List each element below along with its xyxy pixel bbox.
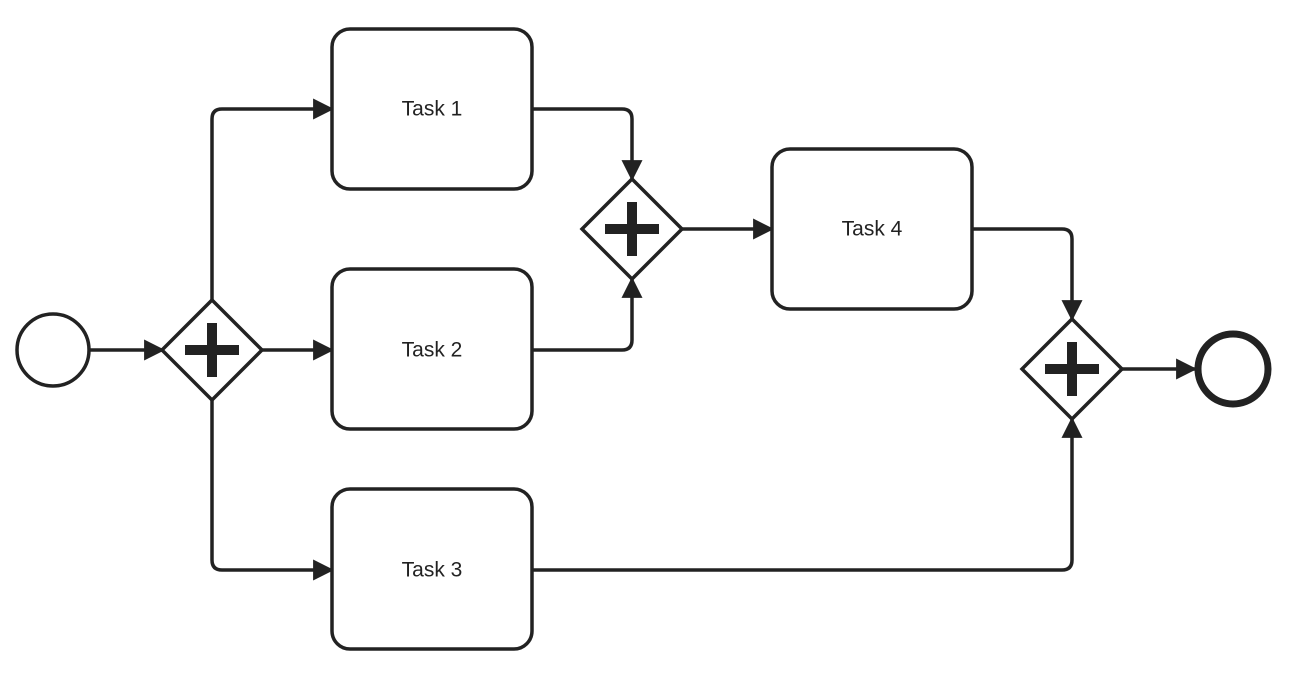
- task-2[interactable]: Task 2: [330, 267, 534, 431]
- task-2-label: Task 2: [402, 339, 463, 362]
- flow-task-2-to-join-1[interactable]: [532, 276, 643, 352]
- task-1[interactable]: Task 1: [330, 27, 534, 191]
- parallel-plus-icon: [605, 202, 659, 256]
- fork-gateway[interactable]: [159, 297, 265, 403]
- join-gateway-1[interactable]: [579, 176, 685, 282]
- start-event[interactable]: [15, 312, 91, 388]
- task-1-label: Task 1: [402, 98, 463, 121]
- flow-fork-to-task-1[interactable]: [210, 98, 335, 300]
- join-gateway-2[interactable]: [1019, 316, 1125, 422]
- flow-fork-to-task-3[interactable]: [210, 400, 335, 581]
- flow-task-3-to-join-2[interactable]: [532, 416, 1083, 572]
- end-event[interactable]: [1194, 330, 1272, 408]
- task-4-label: Task 4: [842, 218, 903, 241]
- task-4[interactable]: Task 4: [770, 147, 974, 311]
- task-3[interactable]: Task 3: [330, 487, 534, 651]
- flow-task-1-to-join-1[interactable]: [532, 107, 643, 182]
- task-3-label: Task 3: [402, 559, 463, 582]
- parallel-plus-icon: [1045, 342, 1099, 396]
- parallel-plus-icon: [185, 323, 239, 377]
- sequence-flows: [90, 98, 1198, 581]
- flow-task-4-to-join-2[interactable]: [972, 227, 1083, 322]
